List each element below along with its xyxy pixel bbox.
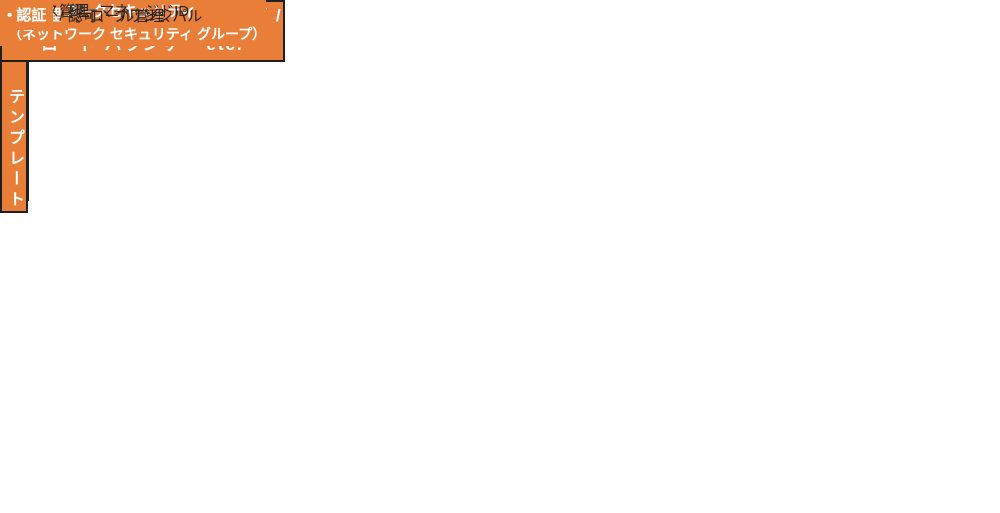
authentication-item: • 認証 / 認可、プリンシパル: [0, 0, 202, 30]
network-security-line2: （ネットワーク セキュリティ グループ）: [8, 26, 267, 42]
role-management-text: 、ロール管理、: [74, 7, 180, 25]
authorization-text: / 認可、プリンシパル: [59, 7, 203, 25]
authentication-highlight: • 認証: [0, 0, 54, 30]
